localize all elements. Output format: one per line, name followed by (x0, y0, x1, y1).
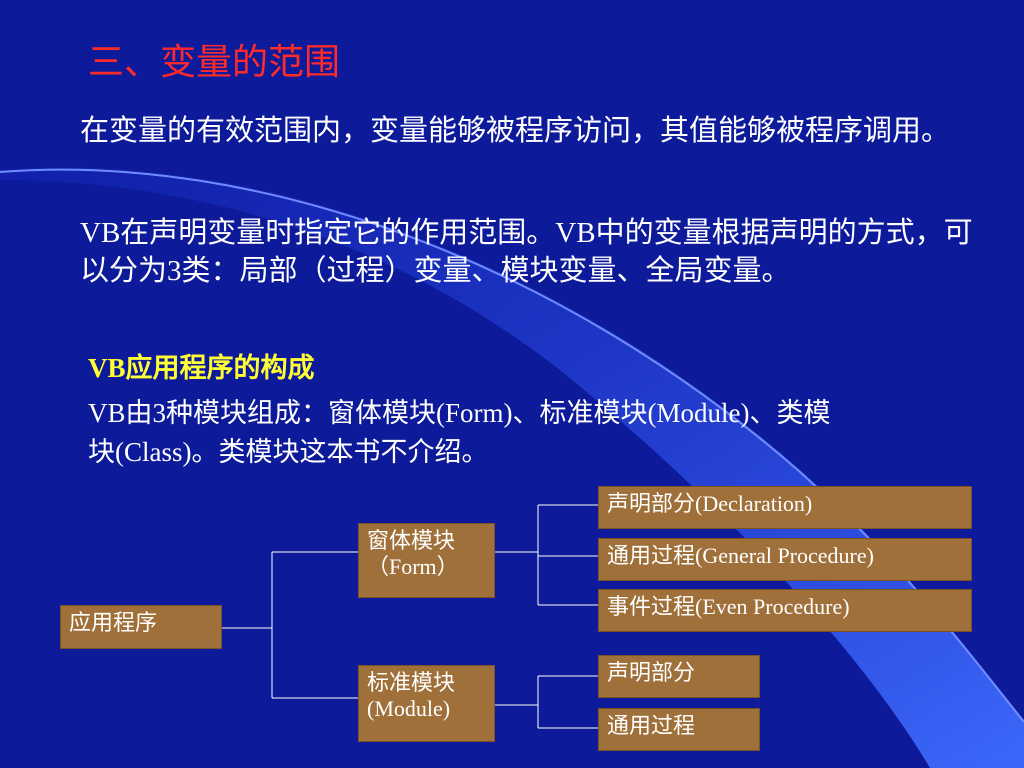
diagram-standard-module-box: 标准模块(Module) (358, 665, 495, 742)
diagram-form-declaration-box: 声明部分(Declaration) (598, 486, 972, 529)
diagram-module-general-procedure-box: 通用过程 (598, 708, 760, 751)
paragraph-scope-definition: 在变量的有效范围内，变量能够被程序访问，其值能够被程序调用。 (80, 115, 951, 147)
diagram-form-event-procedure-box: 事件过程(Even Procedure) (598, 589, 972, 632)
slide-title: 三、变量的范围 (88, 42, 341, 82)
section-title: VB应用程序的构成 (88, 353, 315, 383)
diagram-form-module-box: 窗体模块（Form） (358, 523, 495, 598)
section-text: VB由3种模块组成：窗体模块(Form)、标准模块(Module)、类模块(Cl… (88, 398, 831, 467)
diagram-root-box: 应用程序 (60, 605, 222, 649)
diagram-module-declaration-box: 声明部分 (598, 655, 760, 698)
paragraph-scope-types: VB在声明变量时指定它的作用范围。VB中的变量根据声明的方式，可以分为3类：局部… (80, 217, 973, 287)
diagram-form-general-procedure-box: 通用过程(General Procedure) (598, 538, 972, 581)
